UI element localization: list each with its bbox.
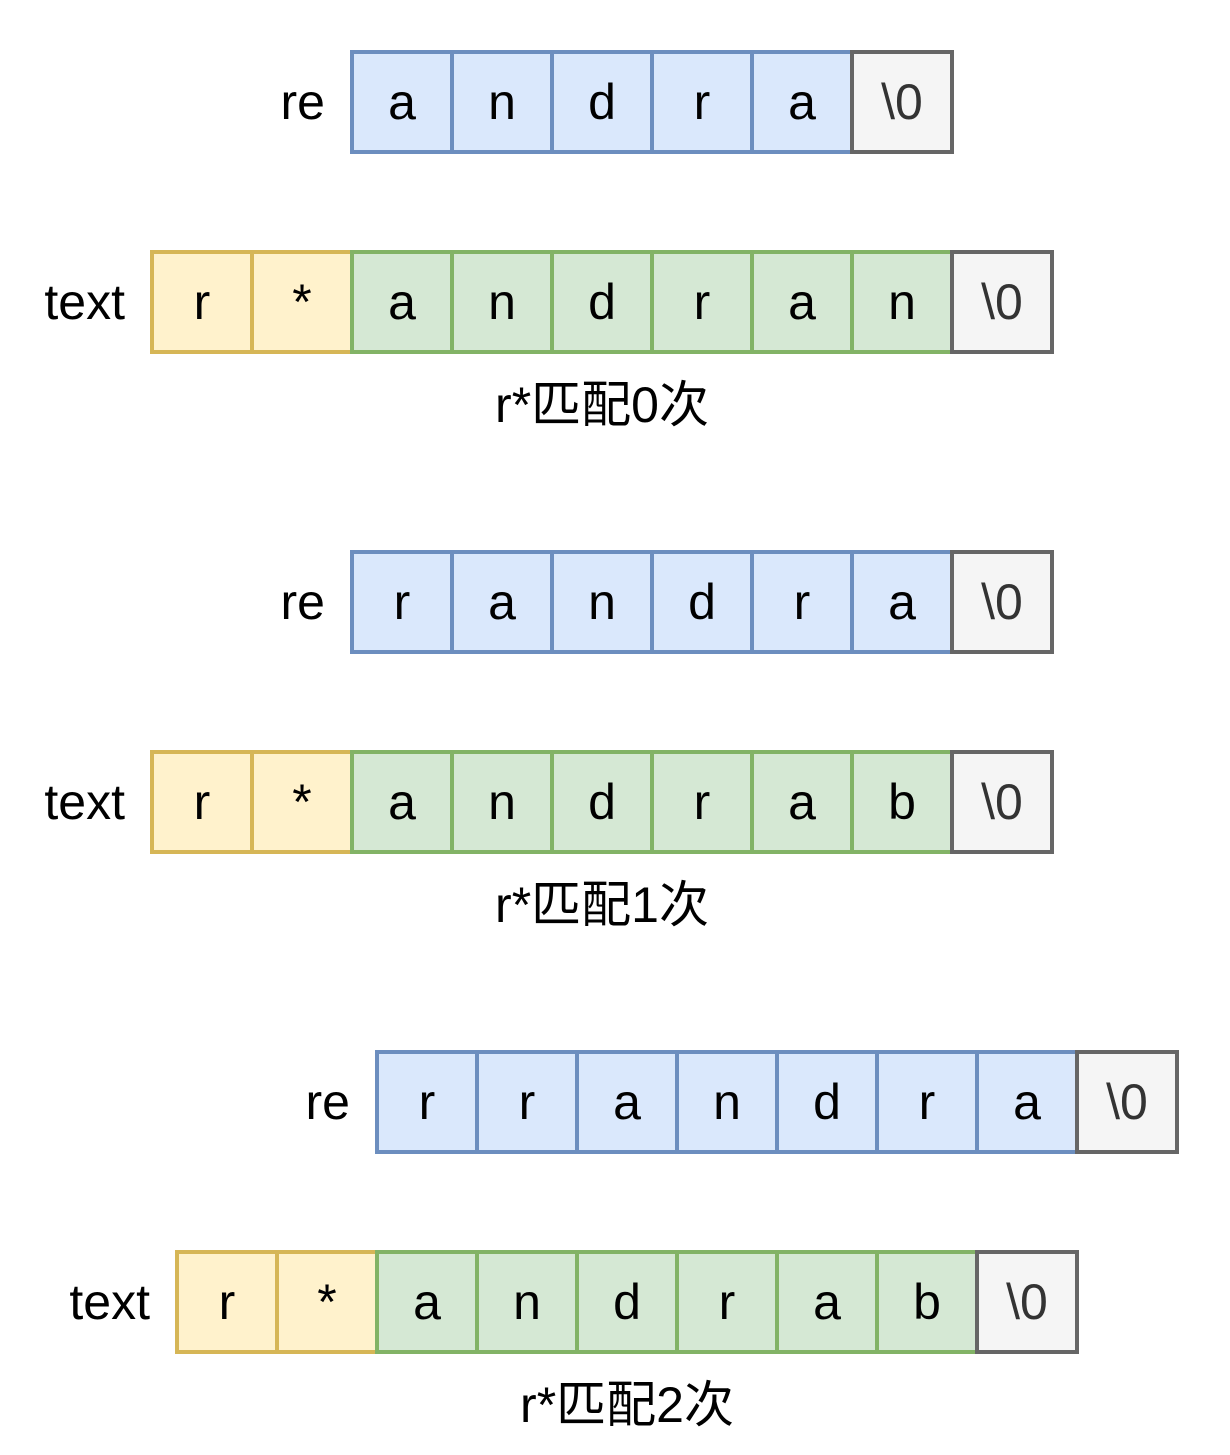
re-strip-cell: a — [350, 50, 454, 154]
re-strip-cell: a — [750, 50, 854, 154]
re-strip-cell: r — [875, 1050, 979, 1154]
text-strip-cell: \0 — [950, 750, 1054, 854]
text-strip-cell: r — [150, 750, 254, 854]
text-strip-cell: a — [375, 1250, 479, 1354]
text-strip-cell: \0 — [975, 1250, 1079, 1354]
text-strip-cell: * — [250, 750, 354, 854]
re-label: re — [305, 1074, 350, 1130]
re-strip-cell: r — [475, 1050, 579, 1154]
text-strip-cell: r — [150, 250, 254, 354]
match-caption: r*匹配0次 — [495, 377, 709, 433]
match-caption: r*匹配2次 — [520, 1377, 734, 1433]
re-strip-cell: \0 — [950, 550, 1054, 654]
text-strip-cell: d — [550, 250, 654, 354]
re-strip-cell: a — [975, 1050, 1079, 1154]
text-strip-cell: b — [850, 750, 954, 854]
re-strip-cell: n — [550, 550, 654, 654]
text-strip-cell: a — [350, 750, 454, 854]
text-strip-cell: r — [675, 1250, 779, 1354]
text-strip-cell: * — [275, 1250, 379, 1354]
text-strip-cell: d — [575, 1250, 679, 1354]
re-strip-cell: \0 — [850, 50, 954, 154]
text-strip-cell: n — [450, 750, 554, 854]
re-strip-cell: a — [575, 1050, 679, 1154]
re-strip-cell: r — [350, 550, 454, 654]
re-strip-cell: r — [750, 550, 854, 654]
text-label: text — [44, 774, 125, 830]
re-strip-cell: n — [675, 1050, 779, 1154]
re-strip-cell: \0 — [1075, 1050, 1179, 1154]
match-caption: r*匹配1次 — [495, 877, 709, 933]
text-strip-cell: r — [650, 750, 754, 854]
re-strip-cell: a — [850, 550, 954, 654]
text-strip-cell: r — [175, 1250, 279, 1354]
re-strip-cell: a — [450, 550, 554, 654]
text-strip-cell: n — [475, 1250, 579, 1354]
re-strip-cell: d — [650, 550, 754, 654]
re-strip-cell: r — [650, 50, 754, 154]
text-strip-cell: \0 — [950, 250, 1054, 354]
re-strip-cell: d — [550, 50, 654, 154]
re-strip-cell: n — [450, 50, 554, 154]
text-strip-cell: n — [450, 250, 554, 354]
text-strip-cell: r — [650, 250, 754, 354]
text-strip-cell: b — [875, 1250, 979, 1354]
text-strip-cell: a — [750, 250, 854, 354]
text-strip-cell: n — [850, 250, 954, 354]
text-strip-cell: a — [350, 250, 454, 354]
text-strip-cell: a — [750, 750, 854, 854]
re-label: re — [280, 74, 325, 130]
text-strip-cell: * — [250, 250, 354, 354]
re-label: re — [280, 574, 325, 630]
text-label: text — [69, 1274, 150, 1330]
re-strip-cell: r — [375, 1050, 479, 1154]
text-strip-cell: d — [550, 750, 654, 854]
text-label: text — [44, 274, 125, 330]
re-strip-cell: d — [775, 1050, 879, 1154]
text-strip-cell: a — [775, 1250, 879, 1354]
